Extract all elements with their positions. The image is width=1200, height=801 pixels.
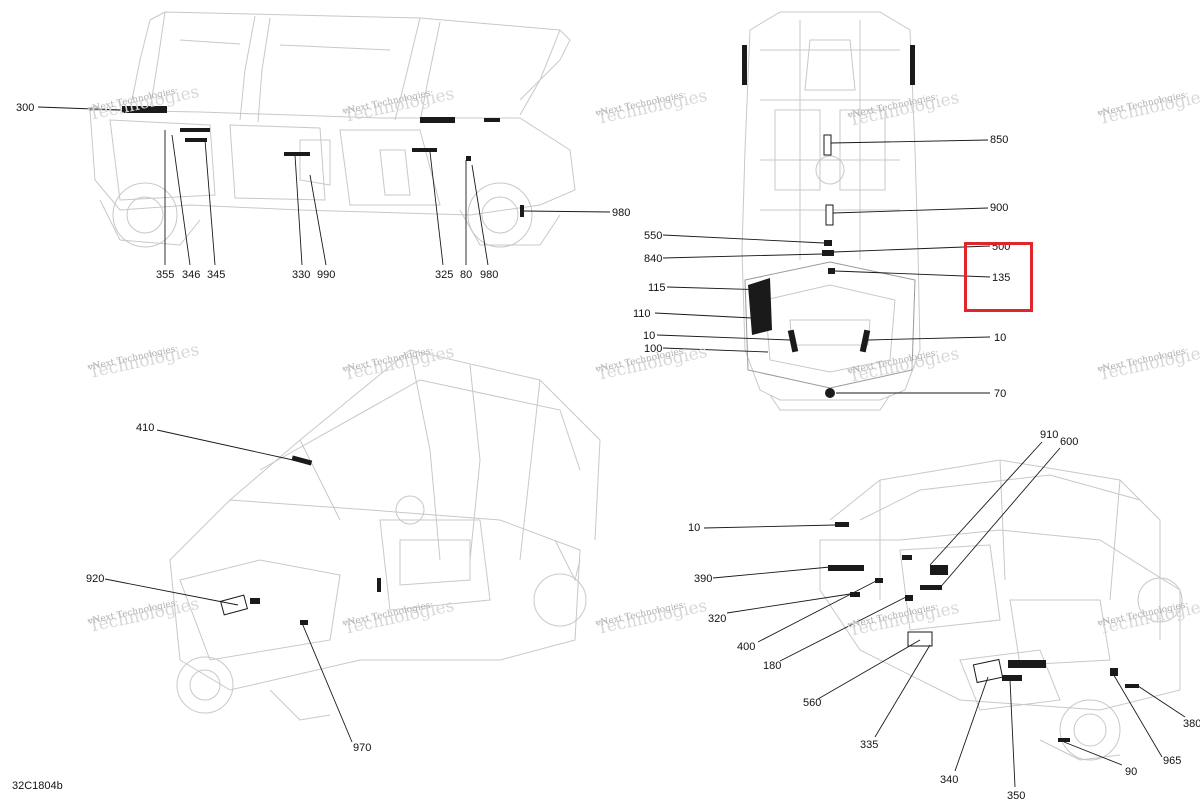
callout-side-2: 355: [156, 269, 174, 281]
callout-side-5: 330: [292, 269, 310, 281]
decal-side-6: [520, 205, 524, 217]
decal-top-10: [859, 329, 871, 353]
logo-decal-rear-1: [828, 565, 864, 571]
callout-rear-8: 560: [803, 697, 821, 709]
decal-top-5: [824, 240, 832, 246]
decal-rear-4: [850, 592, 860, 597]
decal-side-4: [412, 148, 437, 152]
callout-side-4: 345: [207, 269, 225, 281]
decal-front-4: [300, 620, 308, 625]
logo-decal-side-2: [420, 117, 455, 123]
watermark-layer: Technologies vNext Technologies Technolo…: [86, 82, 1200, 641]
callout-rear-11: 350: [1007, 790, 1025, 801]
callout-rear-10: 340: [940, 774, 958, 786]
decal-front-1: [291, 455, 313, 466]
decal-rear-9: [972, 658, 1004, 684]
callout-rear-3: 10: [688, 522, 700, 534]
callout-top-3: 550: [644, 230, 662, 242]
callout-top-1: 850: [990, 134, 1008, 146]
callout-rear-5: 320: [708, 613, 726, 625]
callout-side-8: 80: [460, 269, 472, 281]
decal-top-7: [828, 268, 835, 274]
decal-rear-8: [907, 631, 933, 647]
decal-rear-2: [902, 555, 912, 560]
decal-front-3: [250, 598, 260, 604]
decal-top-8: [748, 278, 772, 335]
decal-top-6: [822, 250, 834, 256]
callout-side-6: 990: [317, 269, 335, 281]
front-three-quarter-vehicle: [104, 349, 601, 743]
callout-front-3: 970: [353, 742, 371, 754]
callout-rear-6: 400: [737, 641, 755, 653]
callout-rear-14: 380: [1183, 718, 1200, 730]
callout-side-10: 980: [612, 207, 630, 219]
decal-rear-1: [835, 522, 849, 527]
decal-top-3: [823, 134, 832, 156]
decal-side-5: [484, 118, 500, 122]
decal-rear-10: [1002, 675, 1022, 681]
decal-top-9: [787, 329, 799, 353]
decal-rear-3: [930, 565, 948, 575]
highlight-box: [964, 242, 1033, 312]
decal-side-3: [284, 152, 310, 156]
callout-rear-9: 335: [860, 739, 878, 751]
logo-decal-rear-2: [1008, 660, 1046, 668]
decal-top-1: [742, 45, 747, 85]
rear-three-quarter-vehicle: [703, 441, 1186, 788]
callout-top-6: 135: [992, 272, 1010, 284]
side-view-vehicle: [37, 11, 611, 266]
callout-rear-13: 965: [1163, 755, 1181, 767]
reference-code: 32C1804b: [12, 780, 63, 792]
callout-rear-2: 600: [1060, 436, 1078, 448]
callout-side-7: 325: [435, 269, 453, 281]
decal-rear-7: [920, 585, 942, 590]
callout-top-7: 115: [648, 282, 666, 294]
callout-side-1: 300: [16, 102, 34, 114]
decal-side-1: [180, 128, 210, 132]
decal-top-4: [825, 204, 834, 226]
callout-rear-1: 910: [1040, 429, 1058, 441]
callout-side-3: 346: [182, 269, 200, 281]
callout-front-2: 920: [86, 573, 104, 585]
callout-top-2: 900: [990, 202, 1008, 214]
decal-front-2: [219, 594, 249, 616]
decal-rear-5: [875, 578, 883, 583]
callout-top-9: 10: [643, 330, 655, 342]
logo-decal-side: [122, 106, 167, 113]
decal-side-7: [466, 156, 471, 161]
callout-top-5: 840: [644, 253, 662, 265]
decal-rear-13: [1058, 738, 1070, 742]
decal-side-2: [185, 138, 207, 142]
decal-top-11: [825, 388, 835, 398]
callout-rear-7: 180: [763, 660, 781, 672]
decal-rear-6: [905, 595, 913, 601]
callout-front-1: 410: [136, 422, 154, 434]
callout-top-12: 70: [994, 388, 1006, 400]
decal-rear-12: [1125, 684, 1139, 688]
callout-top-11: 10: [994, 332, 1006, 344]
top-view-vehicle: [654, 11, 991, 411]
callout-top-8: 110: [633, 308, 651, 320]
decal-front-5: [377, 578, 381, 592]
callout-rear-12: 90: [1125, 766, 1137, 778]
callout-top-10: 100: [644, 343, 662, 355]
callout-rear-4: 390: [694, 573, 712, 585]
decal-rear-11: [1110, 668, 1118, 676]
decal-top-2: [910, 45, 915, 85]
callout-side-9: 980: [480, 269, 498, 281]
